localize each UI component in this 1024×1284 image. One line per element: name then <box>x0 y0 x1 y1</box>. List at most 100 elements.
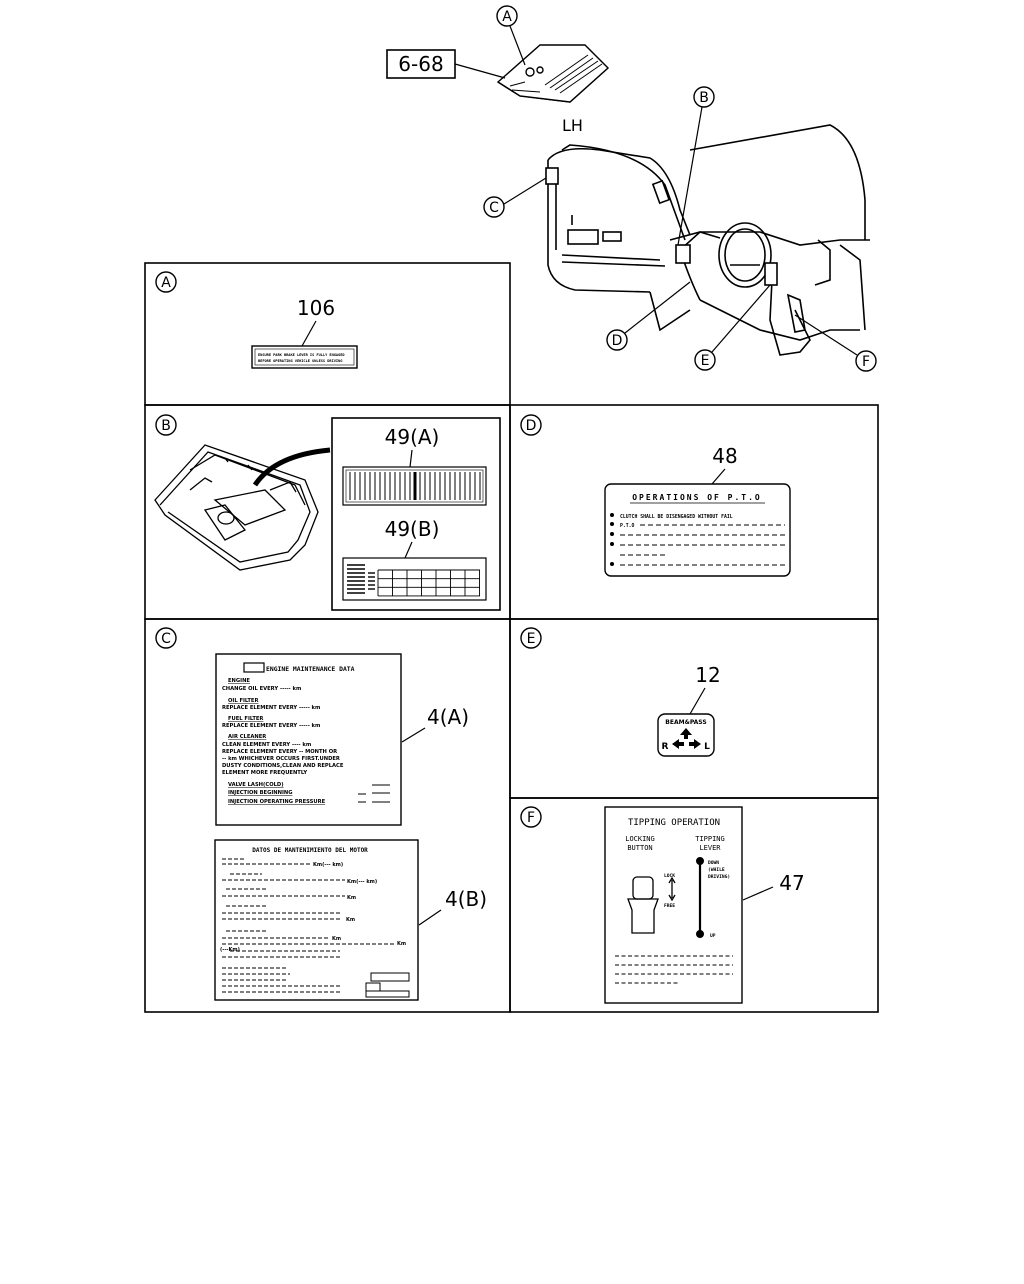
svg-text:B: B <box>699 90 709 106</box>
dome-light-illustration <box>496 44 610 103</box>
svg-text:Km: Km <box>397 941 406 947</box>
label-4a-title: ENGINE MAINTENANCE DATA <box>266 665 355 673</box>
svg-text:FREE: FREE <box>664 903 675 909</box>
part-number-4b: 4(B) <box>445 887 487 911</box>
panel-grid <box>144 262 879 1013</box>
panel-e: E 12 BEAM&PASS R L <box>520 627 721 757</box>
ref-box-label: 6-68 <box>398 52 443 76</box>
svg-text:OIL FILTER: OIL FILTER <box>228 698 258 704</box>
part-number-106: 106 <box>297 296 335 320</box>
svg-text:ENGINE: ENGINE <box>228 678 250 684</box>
svg-text:CHANGE OIL EVERY ----- km: CHANGE OIL EVERY ----- km <box>222 686 301 692</box>
label-4a-blanks <box>358 784 390 803</box>
part-number-4a: 4(A) <box>427 705 469 729</box>
svg-text:Km(--- km): Km(--- km) <box>347 879 377 885</box>
tipping-lever-illustration <box>696 857 704 938</box>
label-4b <box>214 839 419 1001</box>
callout-e: E <box>694 284 771 371</box>
label-106 <box>251 345 358 369</box>
part-number-48: 48 <box>712 444 737 468</box>
panel-d-letter: D <box>526 418 537 434</box>
panel-a-letter: A <box>161 275 171 291</box>
svg-text:Km(--- km): Km(--- km) <box>313 862 343 868</box>
label-48-line1: CLUTCH SHALL BE DISENGAGED WITHOUT FAIL <box>620 514 733 520</box>
label-4b-boxes <box>365 972 410 998</box>
curved-arrow <box>252 447 331 487</box>
label-4b-title: DATOS DE MANTENIMIENTO DEL MOTOR <box>252 847 368 854</box>
label-12-left: L <box>704 742 710 752</box>
label-48-title: OPERATIONS OF P.T.O <box>632 493 762 502</box>
svg-text:REPLACE ELEMENT EVERY ----- km: REPLACE ELEMENT EVERY ----- km <box>222 723 320 729</box>
label-4a-lines: ENGINE CHANGE OIL EVERY ----- km OIL FIL… <box>222 678 344 805</box>
svg-text:F: F <box>862 354 870 370</box>
part-number-49b: 49(B) <box>385 517 440 541</box>
label-48-line2: P.T.O <box>620 523 635 529</box>
svg-text:INJECTION OPERATING PRESSURE: INJECTION OPERATING PRESSURE <box>228 799 326 805</box>
label-12-right: R <box>662 742 669 752</box>
svg-text:VALVE LASH(COLD): VALVE LASH(COLD) <box>228 782 284 788</box>
label-4b-units: Km(--- km) Km(--- km) Km Km Km Km (---Km… <box>220 862 406 953</box>
svg-text:ELEMENT MORE FREQUENTLY: ELEMENT MORE FREQUENTLY <box>222 770 307 776</box>
side-label: LH <box>562 116 583 135</box>
svg-text:LOCKING: LOCKING <box>625 835 655 843</box>
label-48-dashes <box>620 524 785 566</box>
inset-box <box>331 417 501 611</box>
svg-text:Km: Km <box>346 917 355 923</box>
svg-text:DUSTY CONDITIONS,CLEAN AND REP: DUSTY CONDITIONS,CLEAN AND REPLACE <box>222 763 344 769</box>
callout-d: D <box>606 281 691 351</box>
svg-text:TIPPING: TIPPING <box>695 835 725 843</box>
panel-f-letter: F <box>527 810 535 826</box>
label-12-arrows <box>672 728 701 749</box>
callout-b: B <box>677 86 715 246</box>
svg-text:(---Km): (---Km) <box>220 947 240 953</box>
svg-text:-- km WHICHEVER OCCURS FIRST.U: -- km WHICHEVER OCCURS FIRST.UNDER <box>222 756 340 762</box>
panel-c-letter: C <box>161 631 171 647</box>
label-106-line2: BEFORE OPERATING VEHICLE UNLESS DRIVING <box>258 359 342 363</box>
callout-c: C <box>483 177 547 218</box>
svg-text:UP: UP <box>710 933 716 939</box>
panel-e-letter: E <box>527 631 536 647</box>
label-106-line1: ENSURE PARK BRAKE LEVER IS FULLY ENGAGED <box>258 353 345 357</box>
label-12 <box>657 713 715 757</box>
panel-b-letter: B <box>161 418 171 434</box>
label-49a <box>342 466 487 506</box>
callout-a: A <box>496 5 526 66</box>
svg-text:(WHILE: (WHILE <box>708 867 725 873</box>
svg-text:INJECTION BEGINNING: INJECTION BEGINNING <box>228 790 292 796</box>
svg-text:Km: Km <box>332 936 341 942</box>
svg-text:AIR CLEANER: AIR CLEANER <box>228 734 266 740</box>
label-47-title: TIPPING OPERATION <box>628 818 720 828</box>
svg-text:D: D <box>612 333 623 349</box>
panel-a: A 106 ENSURE PARK BRAKE LEVER IS FULLY E… <box>155 271 358 369</box>
locking-button-illustration <box>627 876 676 934</box>
label-48 <box>604 483 791 577</box>
label-47 <box>604 806 743 1004</box>
svg-text:LEVER: LEVER <box>699 844 721 852</box>
svg-text:C: C <box>489 200 499 216</box>
svg-text:DRIVING): DRIVING) <box>708 874 730 880</box>
svg-text:CLEAN ELEMENT EVERY ---- km: CLEAN ELEMENT EVERY ---- km <box>222 742 311 748</box>
svg-text:FUEL FILTER: FUEL FILTER <box>228 716 263 722</box>
panel-f: F TIPPING OPERATION LOCKING BUTTON TIPPI… <box>520 806 805 1004</box>
ref-leader <box>454 63 506 79</box>
overhead-console-illustration <box>154 444 319 571</box>
part-number-12: 12 <box>695 663 720 687</box>
overview-cab-illustration <box>545 124 870 356</box>
label-4a <box>215 653 402 826</box>
panel-b: B 49(A) 49(B) <box>154 414 501 611</box>
callout-f: F <box>794 314 877 372</box>
label-48-bullets <box>610 513 614 566</box>
svg-text:LOCK: LOCK <box>664 873 675 879</box>
svg-text:A: A <box>502 9 512 25</box>
part-number-47: 47 <box>779 871 804 895</box>
label-12-title: BEAM&PASS <box>665 719 706 726</box>
svg-text:BUTTON: BUTTON <box>627 844 652 852</box>
part-number-49a: 49(A) <box>385 425 440 449</box>
panel-d: D 48 OPERATIONS OF P.T.O CLUTCH SHALL BE… <box>520 414 791 577</box>
svg-text:REPLACE ELEMENT EVERY ----- km: REPLACE ELEMENT EVERY ----- km <box>222 705 320 711</box>
panel-c: C ENGINE MAINTENANCE DATA ENGINE CHANGE … <box>155 627 487 1001</box>
svg-text:E: E <box>701 353 710 369</box>
label-49b <box>342 557 487 601</box>
svg-text:REPLACE ELEMENT EVERY -- MONTH: REPLACE ELEMENT EVERY -- MONTH OR <box>222 749 337 755</box>
